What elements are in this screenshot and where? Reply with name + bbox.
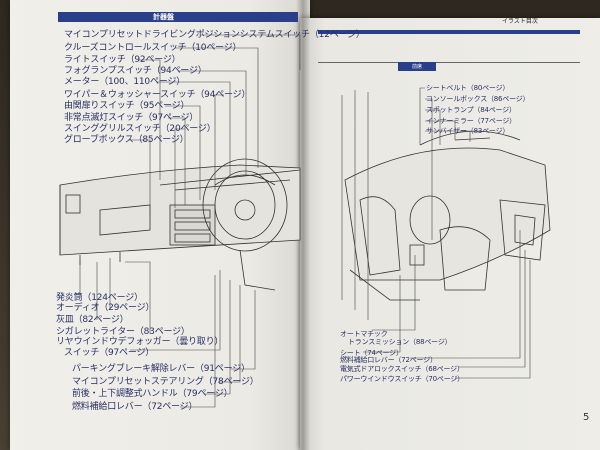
label-sun-visor: サンバイザー（83ページ） xyxy=(426,127,510,135)
car-interior-illustration xyxy=(344,130,551,301)
illustration-index-tag: イラスト目次 xyxy=(502,18,538,25)
label-power-window-switch: パワーウインドウスイッチ（70ページ） xyxy=(340,375,464,383)
label-seat: シート（74ページ） xyxy=(340,349,403,357)
label-seat-belt: シートベルト（80ページ） xyxy=(426,84,510,92)
label-defog-switch: 由関扉りスイッチ（95ページ） xyxy=(64,101,190,111)
label-driving-position-switch: マイコンプリセットドライビングポジションシステムスイッチ（12ページ） xyxy=(64,30,365,40)
label-fog-lamp-switch: フォグランプスイッチ（94ページ） xyxy=(64,66,207,76)
label-parking-brake-release: パーキングブレーキ解除レバー（91ページ） xyxy=(72,364,250,374)
label-wiper-switch: ワイパー＆ウォッシャースイッチ（94ページ） xyxy=(64,90,251,100)
label-swing-grille-switch: スインググリルスイッチ（20ページ） xyxy=(64,124,216,134)
label-tilt-telescopic-wheel: 前後・上下調整式ハンドル（79ページ） xyxy=(72,389,233,399)
left-section-title: 計器盤 xyxy=(153,13,174,21)
page-number: 5 xyxy=(583,412,590,423)
label-door-lock-switch: 電気式ドアロックスイッチ（68ページ） xyxy=(340,365,464,373)
label-fuel-door-lever-left: 燃料補給口レバー（72ページ） xyxy=(72,402,198,412)
label-audio: オーディオ（29ページ） xyxy=(56,303,155,313)
label-automatic: オートマチック xyxy=(340,330,388,338)
label-light-switch: ライトスイッチ（92ページ） xyxy=(64,55,181,65)
label-ashtray: 灰皿（82ページ） xyxy=(56,315,129,325)
label-transmission: トランスミッション（88ページ） xyxy=(348,338,452,346)
right-section-rule xyxy=(318,62,580,63)
right-header-bar xyxy=(318,30,580,34)
label-fuel-door-lever-right: 燃料補給口レバー（72ページ） xyxy=(340,356,437,364)
label-hazard-switch: 非常点滅灯スイッチ（97ページ） xyxy=(64,113,199,123)
label-spot-lamp: スポットランプ（84ページ） xyxy=(426,106,516,114)
label-cigarette-lighter: シガレットライター（83ページ） xyxy=(56,327,190,337)
label-cruise-control-switch: クルーズコントロールスイッチ（10ページ） xyxy=(64,43,242,53)
label-console-box: コンソールボックス（86ページ） xyxy=(426,95,530,103)
label-inner-mirror: インナーミラー（77ページ） xyxy=(426,117,516,125)
label-rear-defogger-switch: スイッチ（97ページ） xyxy=(64,348,155,358)
left-header-bar: 計器盤 xyxy=(58,12,298,22)
label-glove-box: グローブボックス（85ページ） xyxy=(64,135,189,145)
right-section-title: 前席 xyxy=(398,62,437,71)
label-meter: メーター（100、110ページ） xyxy=(64,77,185,87)
label-flare: 発炎筒（124ページ） xyxy=(56,293,143,303)
dashboard-illustration xyxy=(59,158,301,291)
label-rear-defogger: リヤウインドウデフォッガー（曇り取り） xyxy=(56,337,224,347)
label-preset-steering: マイコンプリセットステアリング（78ページ） xyxy=(72,377,259,387)
book-gutter xyxy=(296,0,310,450)
